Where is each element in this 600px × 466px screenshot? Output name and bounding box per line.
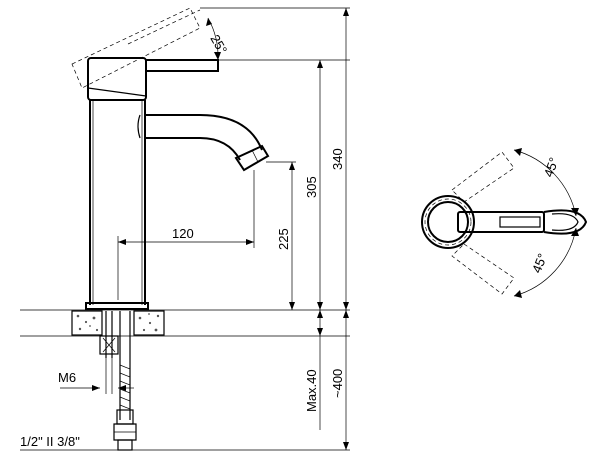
countertop-section [20,310,350,337]
top-body-circle [421,195,475,249]
spout-height-label: 225 [276,228,291,250]
top-lever [457,209,588,235]
top-view: 45° 45° [421,148,588,298]
body-height-label: 305 [304,176,319,198]
top-angle-lower-label: 45° [529,251,550,275]
spout-reach-label: 120 [172,226,194,241]
mounting-hardware [99,311,119,358]
lever-angle-label: 25° [207,32,230,57]
top-angle-upper-label: 45° [541,155,562,179]
faucet-body [89,100,146,305]
side-view: 25° 225 305 340 120 Max.40 ~400 M6 1/2" … [20,7,350,451]
total-height-label: 340 [330,148,345,170]
top-angle-arcs [513,148,579,298]
lever-rotated-outline [71,7,201,89]
lever-handle [87,57,219,101]
spout [137,114,270,172]
hose-length-label: ~400 [330,369,345,398]
flexible-hose [113,311,137,451]
lever-rotated-ghosts [451,151,515,295]
hose-connection-label: 1/2" II 3/8" [20,434,80,449]
thread-label: M6 [58,370,76,385]
max-thickness-label: Max.40 [304,369,319,412]
faucet-base [20,302,350,311]
dimension-lines [20,7,350,451]
